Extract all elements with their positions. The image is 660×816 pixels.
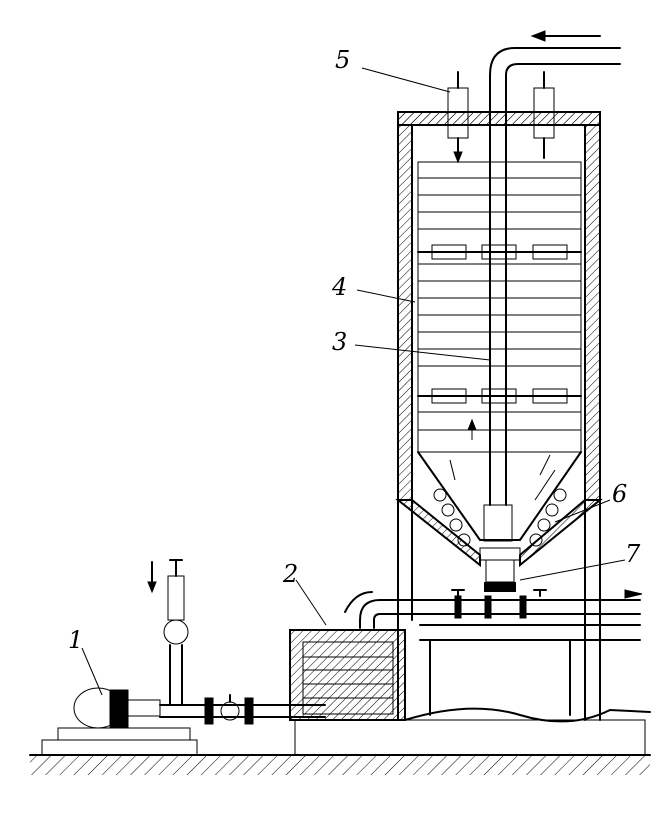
label-inlet-nozzle: 5	[335, 46, 350, 74]
cone-coil	[433, 488, 567, 547]
central-shaft	[483, 47, 621, 542]
suction-pipe	[159, 694, 326, 725]
label-packed-column: 4	[331, 273, 347, 301]
pump-motor	[41, 687, 198, 756]
packing-layers	[418, 177, 581, 431]
inlet-arrow	[530, 30, 601, 42]
flow-arrows	[449, 418, 556, 501]
label-central-shaft: 3	[332, 328, 347, 356]
label-pump-motor: 1	[68, 626, 83, 654]
feed-tank	[289, 629, 406, 721]
discharge-pipe	[344, 589, 643, 629]
inlet-nozzles	[447, 71, 555, 164]
column-shell	[397, 111, 601, 501]
label-feed-tank: 2	[282, 560, 298, 588]
leader-lines	[81, 67, 626, 696]
label-cone-coil: 6	[612, 480, 627, 508]
outlet-valve	[479, 547, 521, 592]
support-frame	[397, 499, 641, 721]
label-outlet-valve: 7	[625, 540, 641, 568]
diagram-labels: 5 4 3 6 7 1 2	[68, 46, 641, 654]
agitator-arms	[417, 244, 582, 404]
pump-riser	[147, 559, 189, 706]
ground	[29, 707, 651, 775]
